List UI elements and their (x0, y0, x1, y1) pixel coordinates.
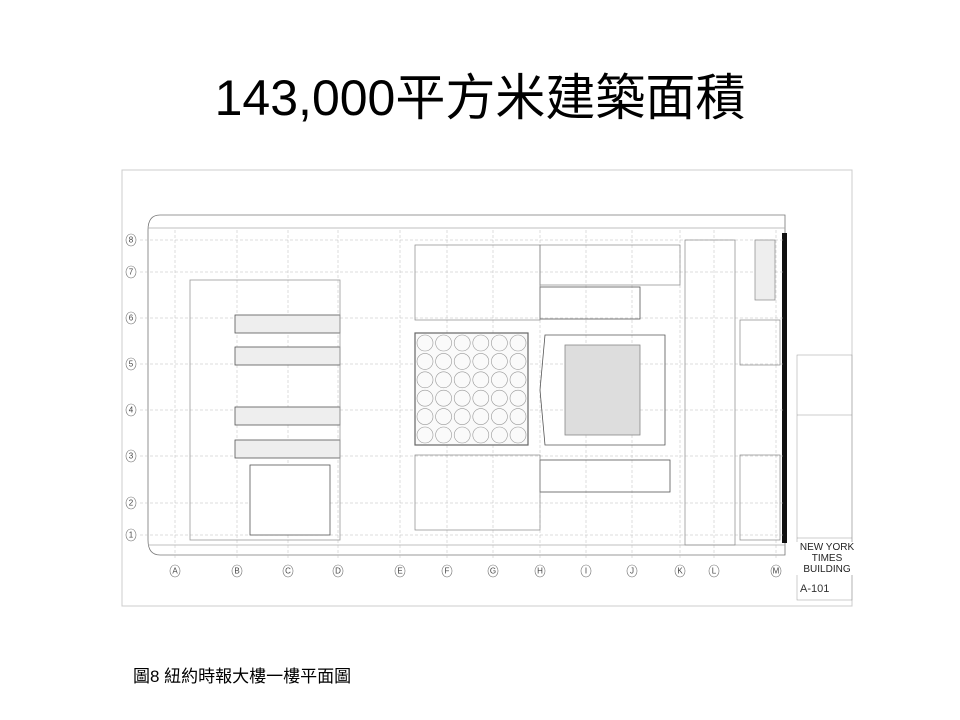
tree-icon (472, 353, 490, 370)
grid-bubble (231, 564, 243, 578)
row-label: 2 (129, 499, 134, 508)
tree-icon (435, 334, 452, 352)
tree-icon (453, 334, 471, 352)
column-label: I (585, 567, 587, 576)
grid-bubble (332, 564, 344, 578)
tree-icon (416, 334, 434, 352)
row-label: 1 (129, 531, 134, 540)
grid-bubble (708, 564, 720, 578)
column-label: L (712, 567, 717, 576)
row-label: 5 (129, 360, 134, 369)
grid-bubble (770, 564, 782, 578)
row-label: 3 (129, 452, 134, 461)
tree-icon (416, 353, 434, 370)
column-label: J (630, 567, 634, 576)
column-label: G (490, 567, 496, 576)
floor-plan-drawing: A B C D E F G H I J K L M 8 7 6 5 4 3 2 1 A-101 (121, 169, 853, 607)
grid-bubble (125, 528, 137, 542)
row-label: 7 (129, 268, 134, 277)
grid-bubble (169, 564, 181, 578)
atrium-garden (414, 332, 529, 446)
tree-icon (453, 408, 471, 425)
grid-bubble (534, 564, 546, 578)
tree-icon (509, 426, 527, 444)
tree-icon (472, 334, 490, 352)
tree-icon (491, 334, 508, 352)
tree-icon (416, 371, 434, 389)
column-label: E (397, 567, 402, 576)
tree-icon (435, 408, 452, 425)
tree-icon (509, 408, 527, 425)
tree-icon (472, 408, 490, 425)
tree-icon (491, 389, 508, 407)
grid-bubble (674, 564, 686, 578)
figure-caption: 圖8 紐約時報大樓一樓平面圖 (133, 667, 352, 686)
tree-icon (509, 371, 527, 389)
tree-icon (491, 426, 508, 444)
tree-icon (416, 408, 434, 425)
sheet-number: A-101 (800, 583, 829, 595)
tree-icon (435, 371, 452, 389)
core-elevators (189, 279, 341, 541)
grid-bubble (394, 564, 406, 578)
grid-bubble (580, 564, 592, 578)
tree-icon (491, 371, 508, 389)
tree-icon (509, 389, 527, 407)
column-label: H (537, 567, 543, 576)
tree-icon (435, 389, 452, 407)
tree-icon (416, 389, 434, 407)
auditorium (539, 286, 671, 493)
grid-bubble (125, 233, 137, 247)
grid-bubble (125, 403, 137, 417)
grid-bubble (125, 265, 137, 279)
row-label: 6 (129, 314, 134, 323)
tree-icon (509, 334, 527, 352)
grid-bubble (282, 564, 294, 578)
tree-icon (435, 353, 452, 370)
column-label: B (234, 567, 239, 576)
tree-icon (509, 353, 527, 370)
project-name: NEW YORK TIMES BUILDING (794, 542, 860, 575)
column-label: C (285, 567, 291, 576)
column-label: M (773, 567, 780, 576)
tree-icon (453, 371, 471, 389)
tree-icon (472, 426, 490, 444)
tree-icon (435, 426, 452, 444)
grid-bubble (125, 496, 137, 510)
tree-icon (472, 371, 490, 389)
column-label: K (677, 567, 683, 576)
tree-icon (453, 353, 471, 370)
grid-bubble (125, 311, 137, 325)
east-wall (782, 233, 787, 543)
retail-areas (414, 239, 781, 546)
grid-bubble (125, 449, 137, 463)
grid-bubble (487, 564, 499, 578)
tree-icon (453, 389, 471, 407)
building-outline (147, 214, 786, 556)
tree-icon (453, 426, 471, 444)
grid-bubble (125, 357, 137, 371)
column-label: F (445, 567, 450, 576)
tree-icon (491, 408, 508, 425)
tree-icon (416, 426, 434, 444)
column-label: A (172, 567, 178, 576)
grid-bubble (441, 564, 453, 578)
grid-bubble (626, 564, 638, 578)
row-label: 4 (129, 406, 134, 415)
row-label: 8 (129, 236, 134, 245)
column-label: D (335, 567, 341, 576)
tree-icon (491, 353, 508, 370)
slide-title: 143,000平方米建築面積 (214, 70, 746, 126)
tree-icon (472, 389, 490, 407)
